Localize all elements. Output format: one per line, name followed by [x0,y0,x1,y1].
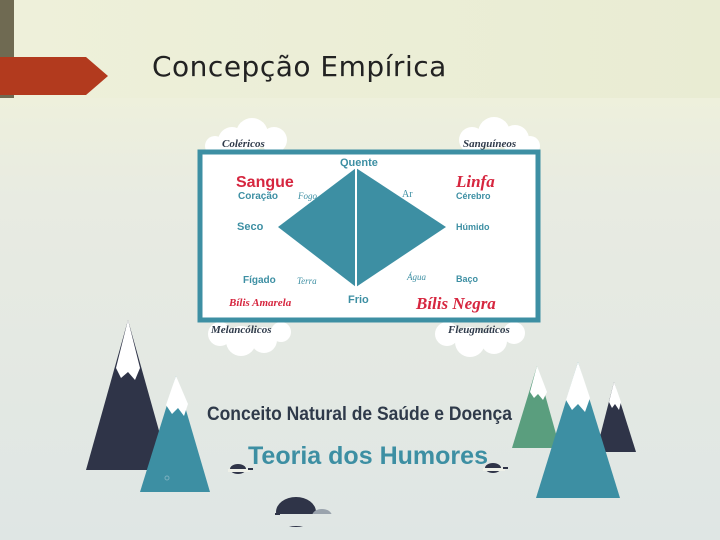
humor-linfa: Linfa [455,172,495,191]
axis-label-frio: Frio [348,294,369,306]
organ-coracao: Coração [238,191,278,202]
element-ar: Ar [402,189,413,200]
quality-seco: Seco [237,221,264,233]
caption-teoria: Teoria dos Humores [248,442,488,470]
humor-bilis-amarela: Bílis Amarela [228,297,292,309]
organ-cerebro: Cérebro [456,191,491,201]
organ-figado: Fígado [243,275,276,286]
humor-bilis-negra: Bílis Negra [415,294,496,313]
element-fogo: Fogo [297,191,317,201]
mountains-left [86,320,210,492]
corner-label-colericos: Coléricos [222,138,265,150]
corner-label-melancolicos: Melancólicos [210,324,272,336]
element-agua: Água [406,272,426,282]
axis-label-quente: Quente [340,157,378,169]
element-terra: Terra [297,276,317,286]
quality-humido: Húmido [456,222,490,232]
caption-conceito: Conceito Natural de Saúde e Doença [207,404,512,425]
organ-baco: Baço [456,274,479,284]
humor-sangue: Sangue [236,174,294,191]
mountains-right [512,362,636,498]
corner-label-fleugmaticos: Fleugmáticos [447,324,510,336]
stones-bottom [270,497,340,527]
corner-label-sanguineos: Sanguíneos [463,138,516,150]
